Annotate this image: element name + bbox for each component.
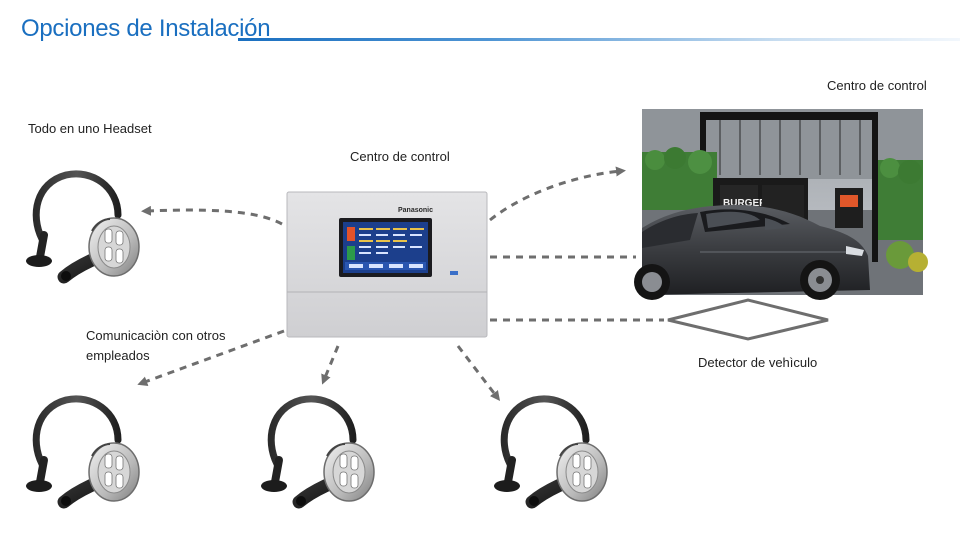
page-title: Opciones de Instalación <box>21 15 271 42</box>
headset-icon-employee-2 <box>261 399 374 506</box>
label-vehicle-detector: Detector de vehìculo <box>698 355 818 370</box>
device-brand-text: Panasonic <box>398 207 433 214</box>
vehicle-detector-loop <box>667 298 829 341</box>
label-control-center-photo: Centro de control <box>827 78 927 93</box>
label-communication-line2: empleados <box>86 348 150 363</box>
headset-icon-employee-3 <box>494 399 607 506</box>
arrow-to-employee-3 <box>456 345 501 401</box>
label-communication-line1: Comunicaciòn con otros <box>86 328 226 343</box>
arrow-to-employee-2 <box>321 345 340 385</box>
drive-thru-photo: BURGER <box>634 109 928 300</box>
control-center-device: Panasonic <box>286 191 488 338</box>
label-control-center: Centro de control <box>350 149 450 164</box>
arrow-to-employee-1 <box>137 329 285 386</box>
label-communication: Comunicaciòn con otros empleados <box>86 326 225 366</box>
title-underline <box>238 38 960 41</box>
photo-sign-text: BURGER <box>723 198 767 209</box>
headset-icon-employee-1 <box>26 399 139 506</box>
arrow-to-headset-all-in-one <box>141 205 283 226</box>
arrow-to-drive-thru <box>489 166 626 222</box>
label-headset-all-in-one: Todo en uno Headset <box>28 121 152 136</box>
headset-icon-all-in-one <box>26 174 139 281</box>
